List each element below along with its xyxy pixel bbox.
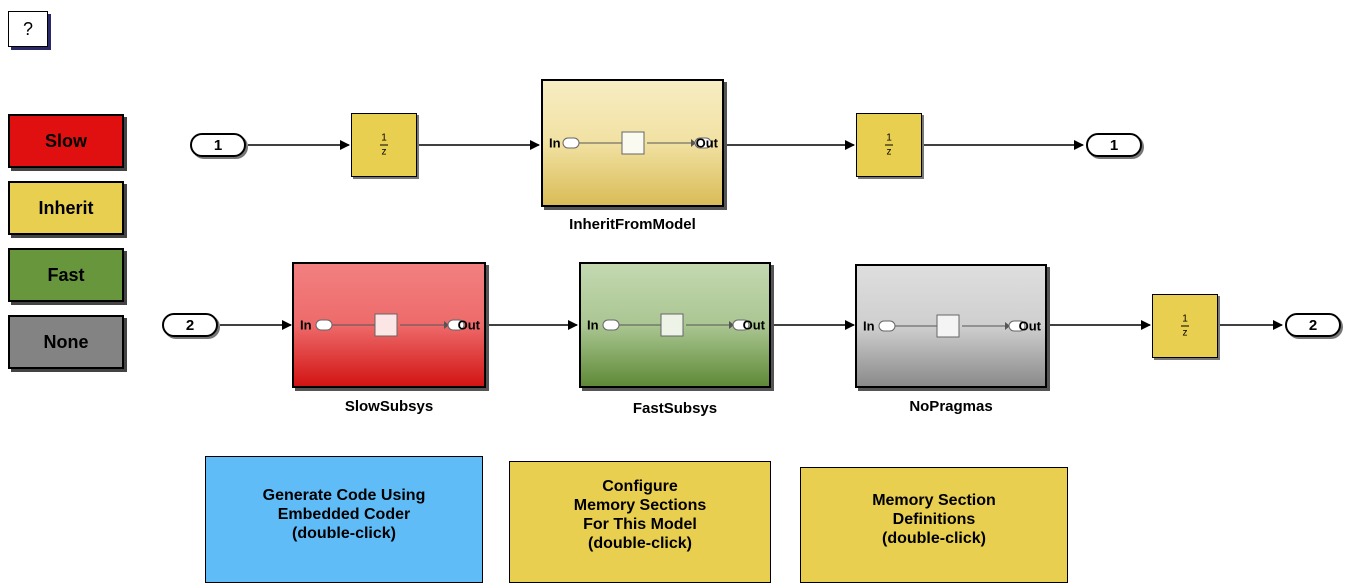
- delay-numerator: 1: [381, 132, 387, 144]
- fraction-bar: [1181, 325, 1189, 327]
- memory-section-definitions-label: Memory Section Definitions (double-click…: [872, 492, 996, 547]
- configure-memory-sections-label: Configure Memory Sections For This Model…: [573, 478, 707, 552]
- subsystem-out-port-label: Out: [742, 317, 765, 333]
- fraction-bar: [380, 144, 388, 146]
- delay-transfer-function: 1 z: [885, 133, 893, 158]
- delay-denominator: z: [381, 146, 387, 158]
- legend-inherit[interactable]: Inherit: [8, 181, 124, 235]
- generate-code-button[interactable]: Generate Code Using Embedded Coder (doub…: [205, 456, 483, 583]
- unit-delay-block-1[interactable]: 1 z: [351, 113, 417, 177]
- outport-2[interactable]: 2: [1285, 313, 1341, 337]
- subsystem-out-port-label: Out: [1018, 318, 1041, 334]
- subsystem-preview-icon: [562, 131, 712, 155]
- subsystem-name-label: FastSubsys: [632, 400, 718, 417]
- subsystem-preview-icon: [315, 313, 465, 337]
- subsystem-preview-icon: [878, 314, 1026, 338]
- delay-transfer-function: 1 z: [1181, 314, 1189, 339]
- delay-numerator: 1: [886, 132, 892, 144]
- legend-none[interactable]: None: [8, 315, 124, 369]
- delay-numerator: 1: [1182, 313, 1188, 325]
- legend-fast[interactable]: Fast: [8, 248, 124, 302]
- help-button[interactable]: ?: [8, 11, 48, 47]
- subsystem-out-port-label: Out: [457, 317, 480, 333]
- inport-1[interactable]: 1: [190, 133, 246, 157]
- delay-transfer-function: 1 z: [380, 133, 388, 158]
- subsystem-in-port-label: In: [300, 317, 312, 333]
- subsystem-no-pragmas[interactable]: In Out: [855, 264, 1047, 388]
- subsystem-name-label: SlowSubsys: [344, 398, 434, 415]
- unit-delay-block-3[interactable]: 1 z: [1152, 294, 1218, 358]
- subsystem-name-label: NoPragmas: [909, 398, 993, 415]
- subsystem-in-port-label: In: [587, 317, 599, 333]
- subsystem-name-label: InheritFromModel: [569, 216, 696, 233]
- generate-code-label: Generate Code Using Embedded Coder (doub…: [262, 487, 426, 542]
- subsystem-preview-icon: [602, 313, 750, 337]
- subsystem-out-port-label: Out: [695, 135, 718, 151]
- fraction-bar: [885, 144, 893, 146]
- subsystem-fast[interactable]: In Out: [579, 262, 771, 388]
- subsystem-inherit-from-model[interactable]: In Out: [541, 79, 724, 207]
- delay-denominator: z: [1182, 327, 1188, 339]
- outport-1[interactable]: 1: [1086, 133, 1142, 157]
- subsystem-in-port-label: In: [549, 135, 561, 151]
- configure-memory-sections-button[interactable]: Configure Memory Sections For This Model…: [509, 461, 771, 583]
- legend-slow[interactable]: Slow: [8, 114, 124, 168]
- unit-delay-block-2[interactable]: 1 z: [856, 113, 922, 177]
- subsystem-in-port-label: In: [863, 318, 875, 334]
- memory-section-definitions-button[interactable]: Memory Section Definitions (double-click…: [800, 467, 1068, 583]
- inport-2[interactable]: 2: [162, 313, 218, 337]
- delay-denominator: z: [886, 146, 892, 158]
- subsystem-slow[interactable]: In Out: [292, 262, 486, 388]
